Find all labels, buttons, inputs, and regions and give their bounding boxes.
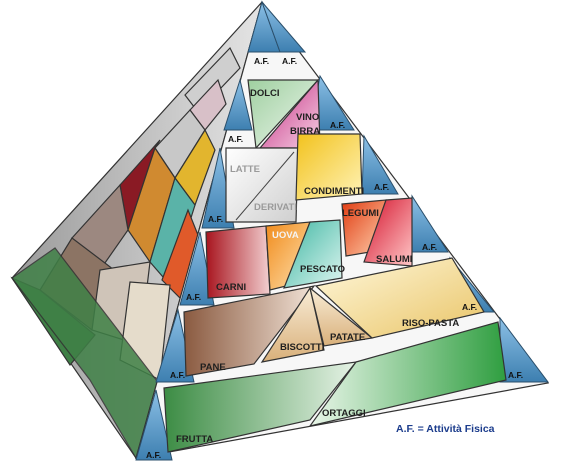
segment-frutta [163, 361, 358, 453]
label-biscotti: BISCOTTI [280, 342, 324, 353]
label-dolci: DOLCI [250, 88, 280, 99]
af-labels: A.F. A.F. A.F. A.F. A.F. A.F. A.F. A.F. … [146, 56, 523, 460]
label-legumi: LEGUMI [342, 208, 379, 219]
segment-riso-pasta [314, 257, 485, 339]
label-vino: VINO [296, 112, 319, 123]
band-second [225, 133, 363, 223]
af-label: A.F. [186, 292, 201, 302]
segment-carni [205, 225, 271, 299]
label-riso-pasta: RISO-PASTA [402, 318, 459, 329]
af-label: A.F. [374, 182, 389, 192]
af-label: A.F. [508, 370, 523, 380]
label-uova: UOVA [272, 230, 299, 241]
segment-pane [183, 285, 316, 377]
af-label: A.F. [282, 56, 297, 66]
label-latte: LATTE [230, 164, 260, 175]
label-derivati: DERIVATI [254, 202, 297, 213]
label-salumi: SALUMI [376, 254, 412, 265]
label-patate: PATATE [330, 332, 365, 343]
band-bottom [163, 321, 507, 453]
segment-patate [309, 286, 374, 347]
label-ortaggi: ORTAGGI [322, 408, 366, 419]
segment-latte-derivati [225, 147, 299, 223]
band-top [247, 78, 321, 150]
af-label: A.F. [208, 214, 223, 224]
af-label: A.F. [170, 370, 185, 380]
segment-ortaggi [308, 321, 507, 427]
label-condimenti: CONDIMENTI [304, 186, 364, 197]
label-pescato: PESCATO [300, 264, 345, 275]
label-frutta: FRUTTA [176, 434, 213, 445]
af-label: A.F. [254, 56, 269, 66]
band-fourth [183, 257, 485, 377]
segment-pescato [283, 219, 343, 289]
band-third [205, 197, 413, 299]
segment-dolci [247, 79, 320, 150]
af-label: A.F. [228, 134, 243, 144]
segment-condimenti [295, 133, 363, 201]
af-label: A.F. [422, 242, 437, 252]
label-birra: BIRRA [290, 126, 320, 137]
label-pane: PANE [200, 362, 226, 373]
legend-text: A.F. = Attività Fisica [396, 423, 495, 435]
af-label: A.F. [462, 302, 477, 312]
food-labels: DOLCI VINO BIRRA LATTE DERIVATI CONDIMEN… [176, 88, 459, 445]
af-label: A.F. [330, 120, 345, 130]
af-label: A.F. [146, 450, 161, 460]
label-carni: CARNI [216, 282, 246, 293]
